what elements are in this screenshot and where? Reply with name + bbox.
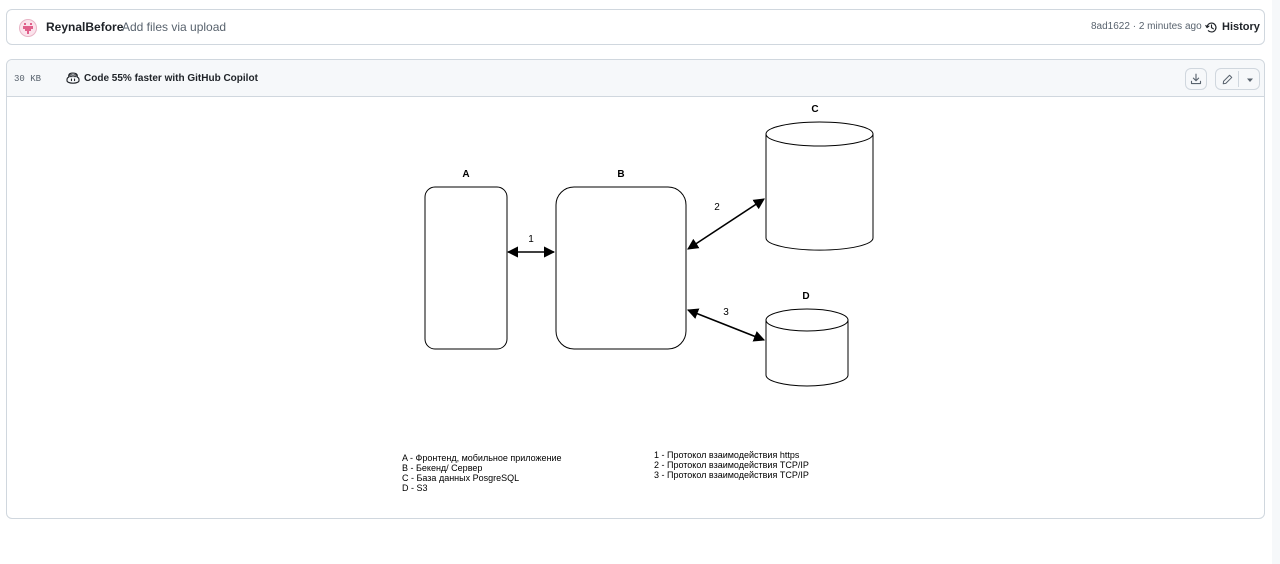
download-icon [1190,73,1202,85]
link-3-arrow [686,308,766,342]
history-label: History [1222,21,1260,33]
legend-nodes: A - Фронтенд, мобильное приложение B - Б… [402,453,562,493]
architecture-diagram: A B C D 1 2 3 [424,104,874,387]
legend-link-2: 2 - Протокол взаимодействия TCP/IP [654,460,809,470]
legend-link-1: 1 - Протокол взаимодействия https [654,450,800,460]
copilot-icon [66,72,80,84]
triangle-down-icon[interactable] [1246,76,1254,84]
legend-node-a: A - Фронтенд, мобильное приложение [402,453,562,463]
file-header: 30 KB Code 55% faster with GitHub Copilo… [7,60,1264,97]
button-divider [1238,71,1239,87]
commit-message-link[interactable]: Add files via upload [122,20,227,34]
download-button[interactable] [1185,68,1207,90]
avatar-icon[interactable] [19,19,37,37]
copilot-promo-text: Code 55% faster with GitHub Copilot [84,72,258,84]
history-icon [1205,21,1217,33]
node-c-cylinder [765,121,874,251]
link-2-label: 2 [714,202,720,213]
node-b-box [555,186,687,350]
legend-links: 1 - Протокол взаимодействия https 2 - Пр… [654,450,809,480]
commit-author-link[interactable]: ReynalBefore [46,20,124,34]
legend-node-b: B - Бекенд/ Сервер [402,463,483,473]
commit-meta[interactable]: 8ad1622 · 2 minutes ago [1091,21,1202,32]
legend-node-d: D - S3 [402,483,428,493]
copilot-promo-link[interactable]: Code 55% faster with GitHub Copilot [66,72,258,84]
page-scrollbar[interactable] [1272,0,1280,564]
node-d-label: D [802,291,809,302]
file-size: 30 KB [14,74,42,84]
pencil-icon[interactable] [1222,74,1233,85]
link-1-label: 1 [528,234,534,245]
edit-button-group [1215,68,1260,90]
commit-bar: ReynalBefore Add files via upload 8ad162… [6,9,1265,45]
node-c-label: C [811,104,818,115]
legend-link-3: 3 - Протокол взаимодействия TCP/IP [654,470,809,480]
link-3-label: 3 [723,307,729,318]
legend-node-c: C - База данных PosgreSQL [402,473,520,483]
file-viewer: 30 KB Code 55% faster with GitHub Copilo… [6,59,1265,519]
history-button[interactable]: History [1205,18,1260,36]
node-a-box [424,186,508,350]
link-2-arrow [687,198,765,250]
node-a-label: A [462,169,469,180]
node-d-cylinder [765,308,849,387]
node-b-label: B [617,169,624,180]
